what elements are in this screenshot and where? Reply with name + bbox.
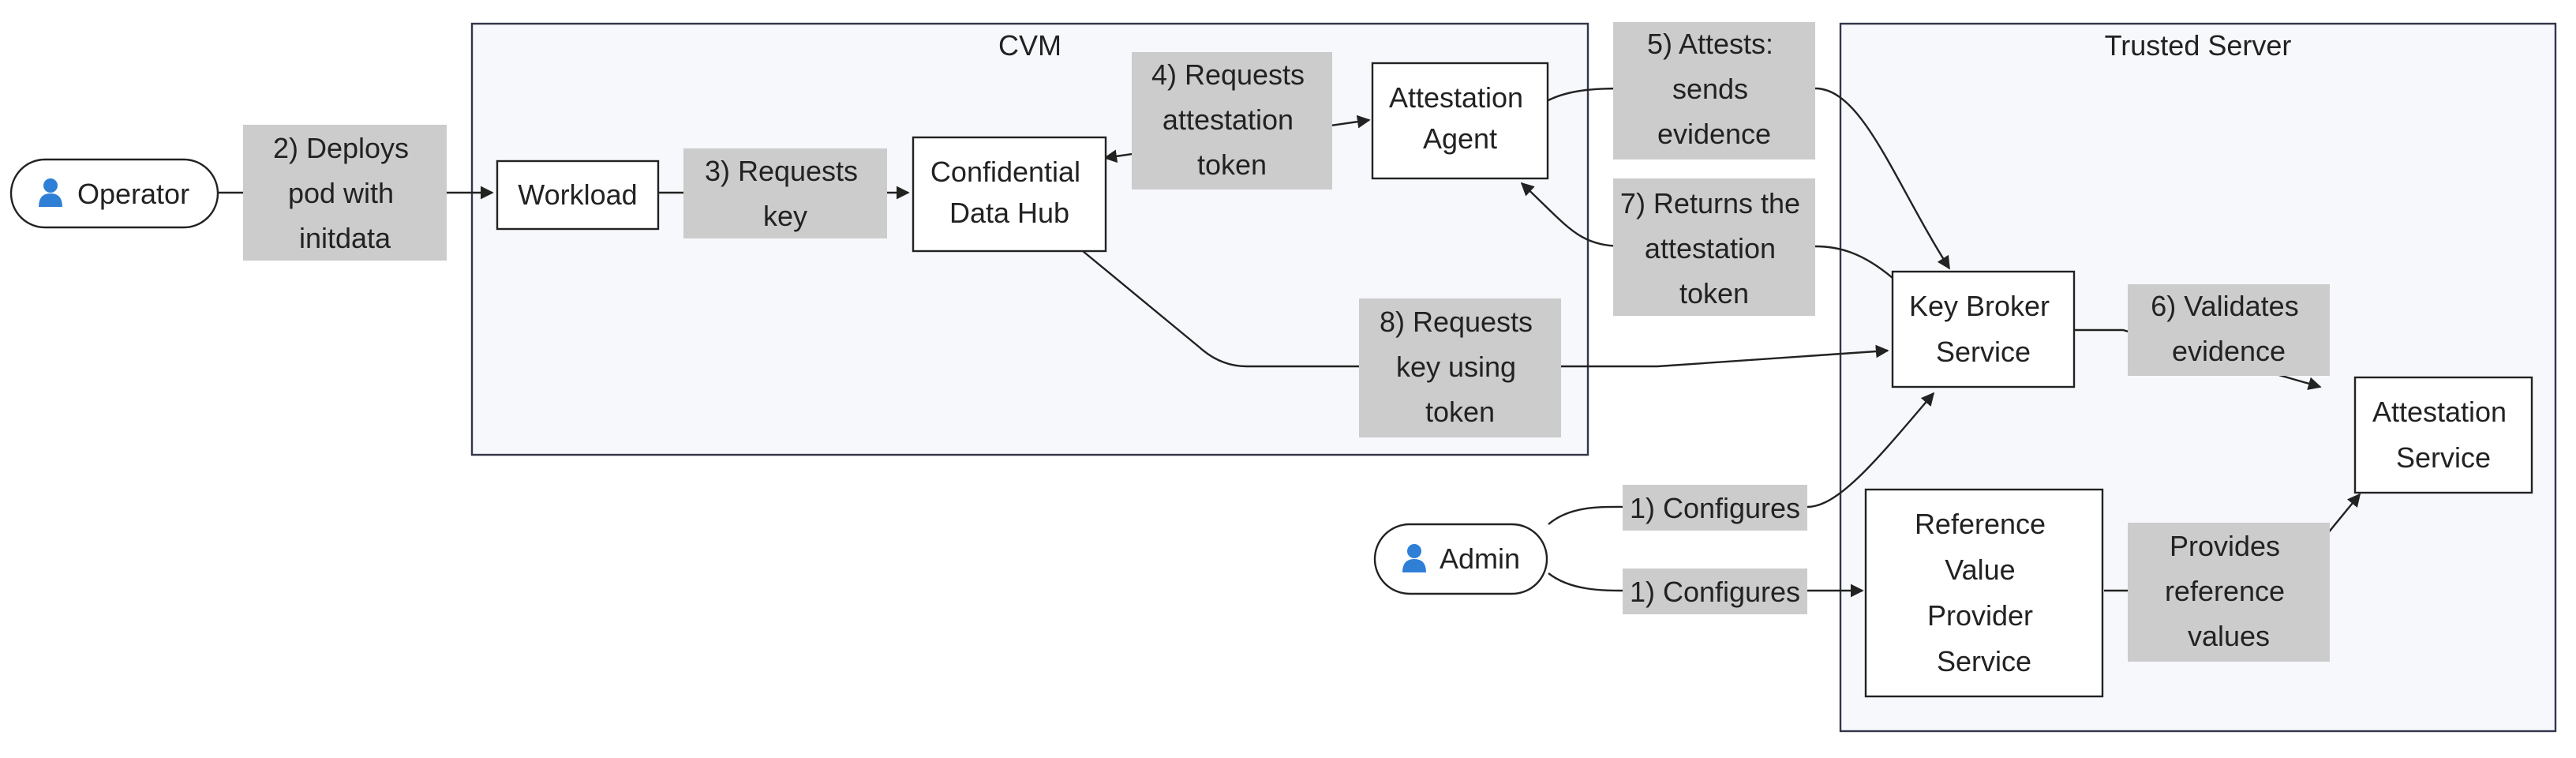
node-kbs-label-line2: Service — [1936, 336, 2031, 368]
svg-text:2) Deploys pod with: 2) Deploys pod with initdata — [273, 132, 417, 254]
node-agent-label-line1: Attestation — [1389, 81, 1523, 114]
edge-label-requests-token: 4) Requests attestation token — [1132, 52, 1332, 190]
svg-text:1) Configures: 1) Configures — [1630, 576, 1800, 608]
svg-text:Confidential Data Hub: Confidential Data Hub — [930, 156, 1088, 229]
svg-text:3) Requests key: 3) Requests key — [705, 155, 866, 232]
node-workload[interactable]: Workload — [496, 159, 660, 231]
svg-text:8) Requests key using: 8) Requests key using token — [1380, 306, 1541, 428]
edge-cdh-kbs — [1082, 250, 1889, 368]
node-cdh-label-line1: Confidential — [930, 156, 1080, 188]
svg-text:Key Broker Service: Key Broker Service — [1909, 290, 2057, 368]
svg-text:5) Attests: sends: 5) Attests: sends evidence — [1647, 28, 1781, 150]
svg-text:Attestation Service: Attestation Service — [2372, 396, 2514, 474]
edge-label-provides-values: Provides reference values — [2128, 523, 2330, 662]
node-as-label-line2: Service — [2396, 441, 2491, 474]
edge-label-configures-rvps: 1) Configures — [1623, 568, 1807, 614]
trusted-server-region-title: Trusted Server — [2105, 29, 2292, 62]
person-icon — [39, 178, 62, 207]
edge-label-deploys: 2) Deploys pod with initdata — [243, 125, 447, 261]
svg-text:Workload: Workload — [518, 178, 637, 211]
node-as-label-line1: Attestation — [2372, 396, 2507, 428]
node-rvps-label-line1: Reference — [1915, 508, 2046, 540]
node-agent-label-line2: Agent — [1423, 122, 1497, 155]
node-attestation-agent[interactable]: Attestation Agent — [1371, 62, 1549, 180]
svg-text:Attestation Agent: Attestation Agent — [1389, 81, 1531, 155]
actor-admin[interactable]: Admin — [1373, 523, 1548, 595]
actor-operator[interactable]: Operator — [9, 158, 219, 229]
svg-text:4) Requests attestation: 4) Requests attestation token — [1151, 58, 1312, 181]
node-kbs-label-line1: Key Broker — [1909, 290, 2050, 322]
edge-label-attests: 5) Attests: sends evidence — [1613, 22, 1815, 159]
node-key-broker-service[interactable]: Key Broker Service — [1891, 270, 2076, 388]
node-attestation-service[interactable]: Attestation Service — [2353, 376, 2533, 494]
person-icon — [1402, 544, 1426, 572]
node-rvps-label-line4: Service — [1937, 645, 2031, 677]
node-confidential-data-hub[interactable]: Confidential Data Hub — [912, 136, 1107, 253]
edge-admin-kbs — [1548, 392, 1935, 525]
edge-label-requests-key-token: 8) Requests key using token — [1359, 298, 1561, 437]
cvm-region-title: CVM — [998, 29, 1061, 62]
svg-text:Reference Value Pr: Reference Value Provider Service — [1915, 508, 2054, 677]
actor-admin-label: Admin — [1440, 542, 1520, 575]
node-rvps-label-line2: Value — [1945, 553, 2015, 586]
node-reference-value-provider-service[interactable]: Reference Value Provider Service — [1864, 488, 2104, 698]
node-workload-label: Workload — [518, 178, 637, 211]
actor-operator-label: Operator — [77, 178, 189, 210]
edge-label-configures-kbs: 1) Configures — [1623, 485, 1807, 531]
svg-text:Provides reference: Provides reference values — [2165, 530, 2293, 652]
node-cdh-label-line2: Data Hub — [949, 197, 1069, 229]
edge-label-requests-key: 3) Requests key — [683, 148, 887, 238]
svg-text:1) Configures: 1) Configures — [1630, 492, 1800, 524]
edge-agent-kbs — [1546, 87, 1951, 270]
edge-label-validates: 6) Validates evidence — [2128, 284, 2330, 376]
node-rvps-label-line3: Provider — [1927, 599, 2033, 632]
svg-text:6) Validates evidence: 6) Validates evidence — [2151, 290, 2306, 367]
edge-label-returns-token: 7) Returns the attestation token — [1613, 178, 1815, 316]
svg-text:7) Returns the attestati: 7) Returns the attestation token — [1620, 187, 1808, 310]
